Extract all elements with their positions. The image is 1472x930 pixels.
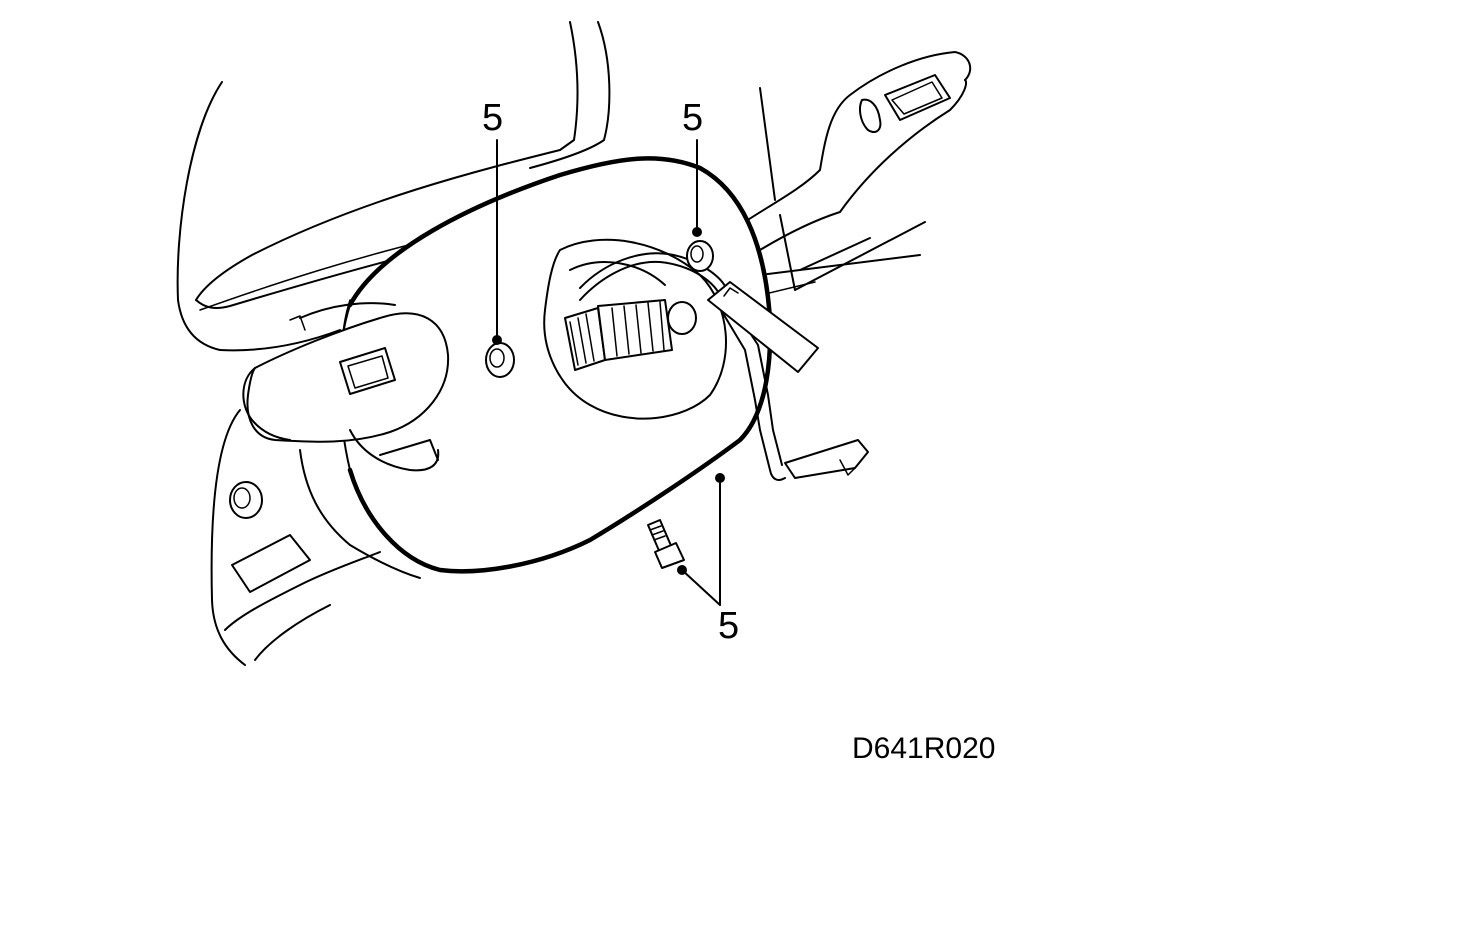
- callout-leader-bottom: [677, 473, 725, 606]
- left-column-stalk: [242, 302, 450, 472]
- callout-label-screw-bottom: 5: [718, 605, 739, 647]
- callout-leader-top-left: [492, 139, 502, 345]
- loose-screw: [647, 519, 685, 569]
- right-column-stalk: [739, 51, 972, 251]
- wiring-harness: [579, 252, 869, 481]
- column-shroud-upper: [176, 21, 611, 352]
- callout-leader-top-right: [692, 139, 702, 237]
- callout-label-screw-top-left: 5: [482, 97, 503, 139]
- drawing-reference-code: D641R020: [852, 732, 995, 765]
- screw-top-left-fastener: [485, 342, 515, 378]
- left-lower-bracket: [210, 409, 421, 666]
- steering-hub: [543, 238, 727, 420]
- callout-label-screw-top-right: 5: [682, 97, 703, 139]
- screw-top-right-fastener: [686, 240, 714, 272]
